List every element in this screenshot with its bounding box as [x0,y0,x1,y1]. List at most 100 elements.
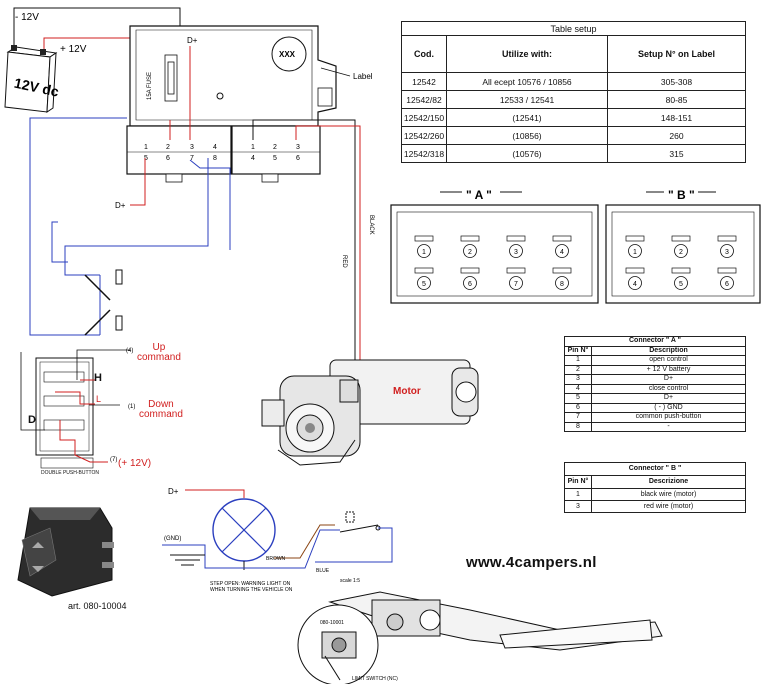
connector-a-pin-circle [509,244,523,258]
table-cell: 12542/318 [401,144,447,163]
connector-a-pin-tab [460,235,480,242]
ecu-a-pin-1: 1 [144,144,148,151]
scale-label: scale 1:5 [340,578,360,584]
connector-a-pin-tab [414,267,434,274]
table-cell: 8 [564,421,592,432]
connector-a-pin-tab [506,267,526,274]
connector-a-pin-number: 8 [560,281,564,288]
ecu-a-pin-5: 5 [144,155,148,162]
table-row: 12542/318 (10576) 315 [401,144,746,163]
connector-a-pin-circle [555,276,569,290]
up-num: (4) [126,348,133,354]
lamp-circuit [162,489,393,570]
ecu-b-pin-5: 5 [273,155,277,162]
up-line-1: Up [152,342,166,353]
table-row: 2+ 12 V battery [564,364,746,375]
connector-b-pin-circle [674,244,688,258]
step-mechanism [297,591,663,684]
ecu-a-pin-3: 3 [190,144,194,151]
ecu-dplus-left: D+ [115,201,126,210]
table-row: 12542/260 (10856) 260 [401,126,746,145]
table-cell: 12542/82 [401,90,447,109]
connector-a-pin-circle [463,244,477,258]
table-cell: (12541) [446,108,608,127]
wire-black-label: BLACK [368,215,374,235]
connector-a-pin-circle [509,276,523,290]
blue-label: BLUE [316,568,330,574]
connector-b-pin-circle [720,244,734,258]
ecu-b-pin-3: 3 [296,144,300,151]
connector-b-pin-number: 4 [633,281,637,288]
h-label: H [94,372,102,384]
plus-num: (7) [110,457,117,463]
control-unit: 15A FUSE XXX [126,25,337,183]
connector-a-pin-tab [552,267,572,274]
connector-a-title: " A " [466,188,492,202]
ecu-b-pin-2: 2 [273,144,277,151]
connector-b-pin-tab [625,235,645,242]
connector-b-caption: Connector " B " [564,462,746,476]
table-cell: 3 [564,500,592,513]
table-row: 8- [564,421,746,432]
ecu-a-pin-8: 8 [213,155,217,162]
connector-b-pin-number: 6 [725,281,729,288]
table-cell: open control [591,355,746,366]
up-line-2: command [137,352,181,363]
ecu-a-pin-2: 2 [166,144,170,151]
connector-a-pin-number: 4 [560,249,564,256]
rocker-switch-photo [17,507,114,597]
connector-a-pin-number: 7 [514,281,518,288]
connector-a-pin-number: 5 [422,281,426,288]
plus12v-label: (+ 12V) [118,458,152,469]
brown-label: BROWN [266,556,286,562]
step-note-1: STEP OPEN: WARNING LIGHT ON [210,581,291,587]
table-cell: 2 [564,364,592,375]
table-cell: black wire (motor) [591,488,746,501]
setup-table-caption: Table setup [401,21,746,36]
connector-a-pin-number: 6 [468,281,472,288]
push-button-caption: DOUBLE PUSH-BUTTON [41,470,99,476]
wire-red-label: RED [341,255,347,268]
down-line-2: command [139,409,183,420]
connector-a-pin-tab [552,235,572,242]
table-cell: 6 [564,402,592,413]
table-cell: + 12 V battery [591,364,746,375]
table-cell: 4 [564,383,592,394]
fuse-label: 15A FUSE [147,72,153,100]
table-cell: - [591,421,746,432]
down-line-1: Down [148,399,174,410]
connector-a-pin-circle [417,276,431,290]
limit-switch-label: LIMIT SWITCH (NC) [352,676,398,682]
table-row: 12542/82 12533 / 12541 80-85 [401,90,746,109]
table-row: 6( - ) GND [564,402,746,413]
l-label: L [96,394,102,404]
connector-b-title: " B " [668,188,695,202]
table-cell: 148-151 [607,108,746,127]
double-push-button [35,357,94,469]
conn-a-header-desc: Description [591,345,746,356]
connector-b-pin-circle [628,276,642,290]
table-cell: 260 [607,126,746,145]
table-cell: D+ [591,374,746,385]
connector-a-pin-tab [506,235,526,242]
ecu-label-text: XXX [279,50,296,59]
connector-a-pin-number: 2 [468,249,472,256]
setup-header-label: Setup N° on Label [607,35,746,73]
step-code: 080-10001 [320,620,344,626]
connector-a-pin-number: 3 [514,249,518,256]
table-cell: (10576) [446,144,608,163]
table-cell: 12542/150 [401,108,447,127]
connector-b-pin-circle [674,276,688,290]
connector-b-pin-number: 1 [633,249,637,256]
table-cell: 80-85 [607,90,746,109]
conn-a-header-pin: Pin N° [564,345,592,356]
table-cell: 1 [564,355,592,366]
motor-label: Motor [393,386,421,397]
ecu-b-pin-1: 1 [251,144,255,151]
